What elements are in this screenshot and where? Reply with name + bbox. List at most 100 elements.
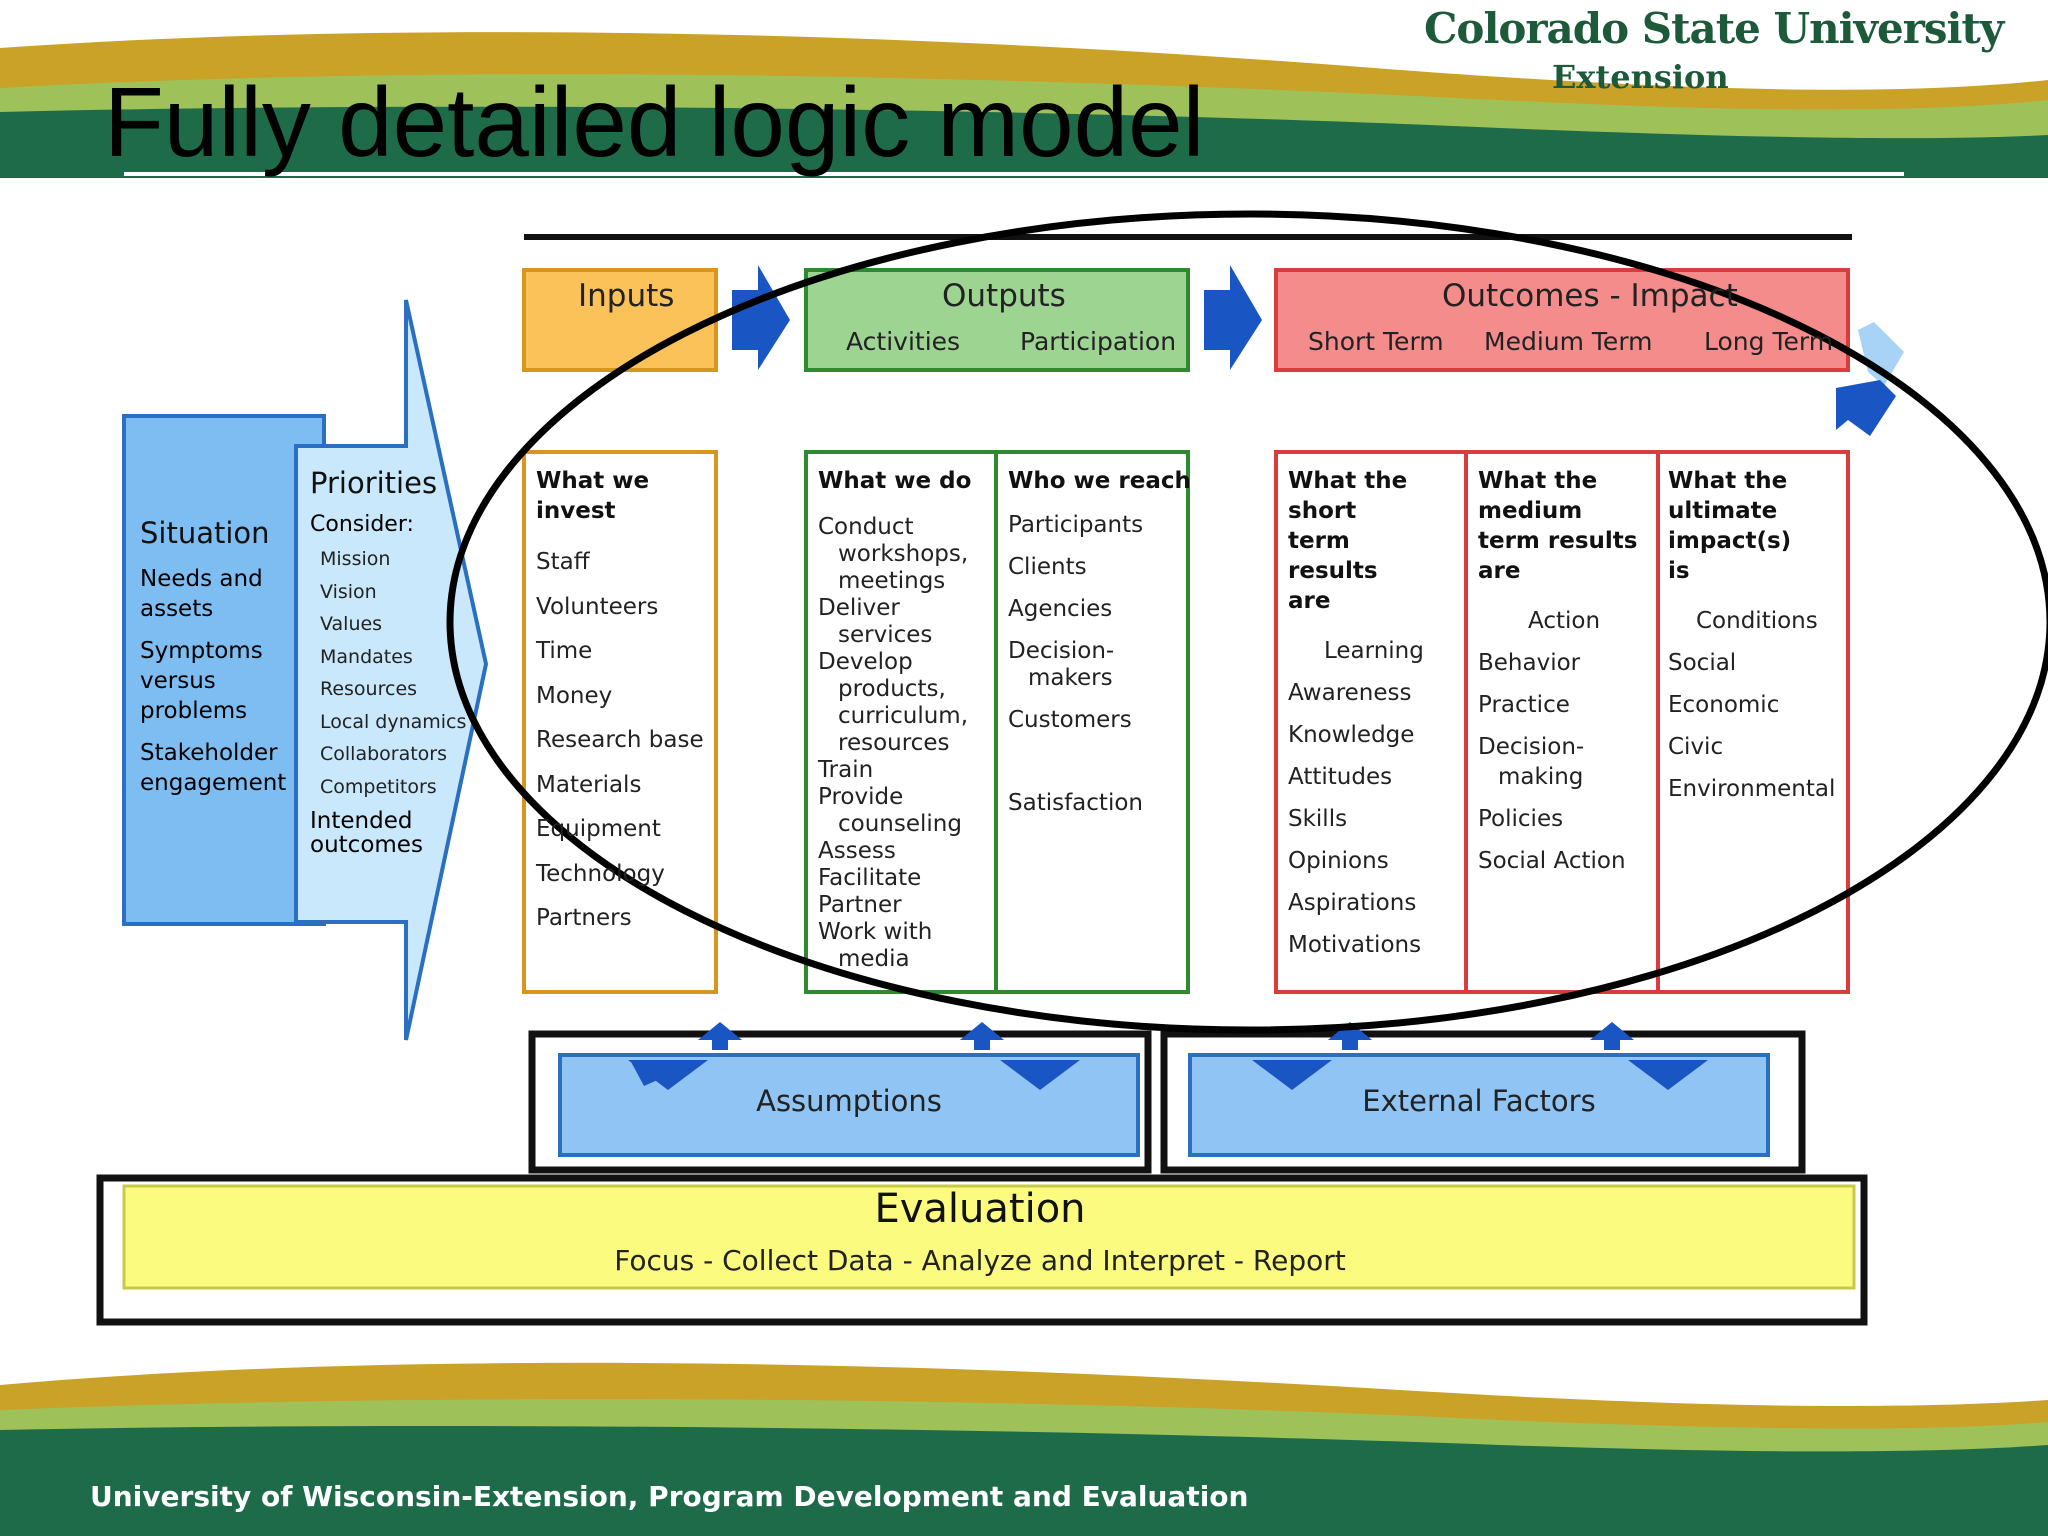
situation-content: Situation Needs and assets Symptoms vers… [140,516,290,798]
long-term-item: Civic [1668,734,1724,760]
priorities-consider: Consider: [310,512,414,537]
inputs-item: Money [536,682,613,709]
priority-item: Collaborators [320,743,448,765]
cycle-arrow [1858,322,1904,386]
inputs-column: What we invest Staff Volunteers Time Mon… [536,466,704,941]
short-term-lead: Learning [1324,638,1424,664]
short-term-column-head: What the short term results are [1288,468,1408,614]
priority-item: Competitors [320,775,437,798]
participation-item: Satisfaction [1008,790,1143,816]
inputs-column-box [522,450,718,994]
long-term-item: Social [1668,650,1737,676]
external-factors-label: External Factors [1362,1084,1596,1118]
evaluation-title: Evaluation [874,1186,1086,1232]
footer-credit: University of Wisconsin-Extension, Progr… [90,1480,1249,1513]
evaluation-box [122,1184,1856,1290]
medium-term-item: Practice [1478,692,1570,718]
participation-label: Participation [1020,327,1177,356]
priority-item: Mandates [320,645,413,668]
priorities-list: Mission Vision Values Mandates Resources… [310,543,466,803]
short-term-item: Motivations [1288,932,1422,958]
priority-item: Mission [320,548,391,570]
inputs-item: Volunteers [536,593,659,620]
priority-item: Local dynamics [320,710,467,733]
long-term-item: Environmental [1668,776,1836,802]
priorities-intended: Intended outcomes [310,808,423,858]
activities-item: Work with media [818,919,933,972]
page-title: Fully detailed logic model [104,67,1205,177]
participation-column-head: Who we reach [1008,468,1191,494]
situation-item: Symptoms versus problems [140,638,263,724]
short-term-list: Awareness Knowledge Attitudes Skills Opi… [1288,672,1424,966]
situation-title: Situation [140,516,270,550]
short-term-column: What the short term results are Learning… [1288,466,1424,966]
medium-term-item: Policies [1478,806,1564,832]
inputs-item: Partners [536,905,632,931]
activities-item: Assess [818,838,896,864]
short-term-label: Short Term [1308,327,1444,356]
participation-item: Customers [1008,707,1132,733]
short-term-item: Aspirations [1288,890,1417,916]
activities-item: Provide counseling [818,784,962,837]
bottom-dark-green-band [0,1425,2048,1536]
long-term-item: Economic [1668,692,1780,718]
activities-label: Activities [846,327,961,356]
activities-column: What we do Conduct workshops, meetings D… [818,466,998,973]
inputs-item: Time [536,638,593,664]
participation-column: Who we reach Participants Clients Agenci… [1008,466,1191,817]
outputs-header: Outputs [942,278,1066,314]
priorities-title: Priorities [310,466,438,500]
diagram-top-rule [524,234,1852,240]
long-term-label: Long Term [1704,327,1834,356]
activities-column-head: What we do [818,468,972,494]
evaluation-subtitle: Focus - Collect Data - Analyze and Inter… [614,1244,1346,1277]
title-underline [124,172,1904,176]
flow-arrow-1 [732,265,790,370]
short-term-item: Awareness [1288,680,1412,706]
outputs-header-box [804,268,1190,372]
priority-item: Values [320,613,383,635]
priority-item: Vision [320,580,377,603]
assumptions-label: Assumptions [756,1084,942,1118]
inputs-column-head: What we invest [536,468,650,524]
extension-logo-text: Extension [1552,58,1729,96]
medium-term-column: What the medium term results are Action … [1478,466,1638,882]
priority-item: Resources [320,678,418,700]
medium-term-label: Medium Term [1484,327,1653,356]
situation-item: Stakeholder engagement [140,740,287,796]
short-term-item: Attitudes [1288,764,1393,790]
inputs-header: Inputs [578,278,675,314]
participation-item: Participants [1008,512,1144,538]
long-term-column: What the ultimate impact(s) is Condition… [1668,466,1835,810]
medium-term-item: Social Action [1478,848,1626,874]
participation-item: Clients [1008,554,1087,580]
activities-item: Deliver services [818,595,933,648]
highlight-oval [446,210,2048,1034]
inputs-list: Staff Volunteers Time Money Research bas… [536,540,704,941]
situation-item: Needs and assets [140,566,263,622]
university-logo-text: Colorado State University [1424,4,2004,53]
top-dark-green-band [0,106,2048,178]
activities-item: Develop products, curriculum, resources [818,649,969,756]
participation-item: Decision-makers [1008,638,1115,691]
priorities-arrow [294,299,489,1041]
activities-item: Facilitate [818,865,922,891]
priorities-content: Priorities Consider: Mission Vision Valu… [310,466,466,857]
inputs-item: Materials [536,771,642,798]
inputs-item: Staff [536,549,590,575]
outcomes-column-box [1274,450,1850,994]
medium-term-item: Decision-making [1478,734,1585,790]
inputs-item: Equipment [536,816,661,842]
short-term-item: Skills [1288,806,1348,832]
inputs-item: Research base [536,727,704,753]
double-arrows [628,1022,1708,1090]
long-term-lead: Conditions [1696,608,1818,634]
medium-term-item: Behavior [1478,650,1581,676]
outcomes-header: Outcomes - Impact [1442,278,1738,314]
medium-term-lead: Action [1528,608,1601,634]
situation-box [122,414,326,926]
short-term-item: Knowledge [1288,722,1415,748]
medium-term-column-head: What the medium term results are [1478,468,1638,584]
outcomes-header-box [1274,268,1850,372]
